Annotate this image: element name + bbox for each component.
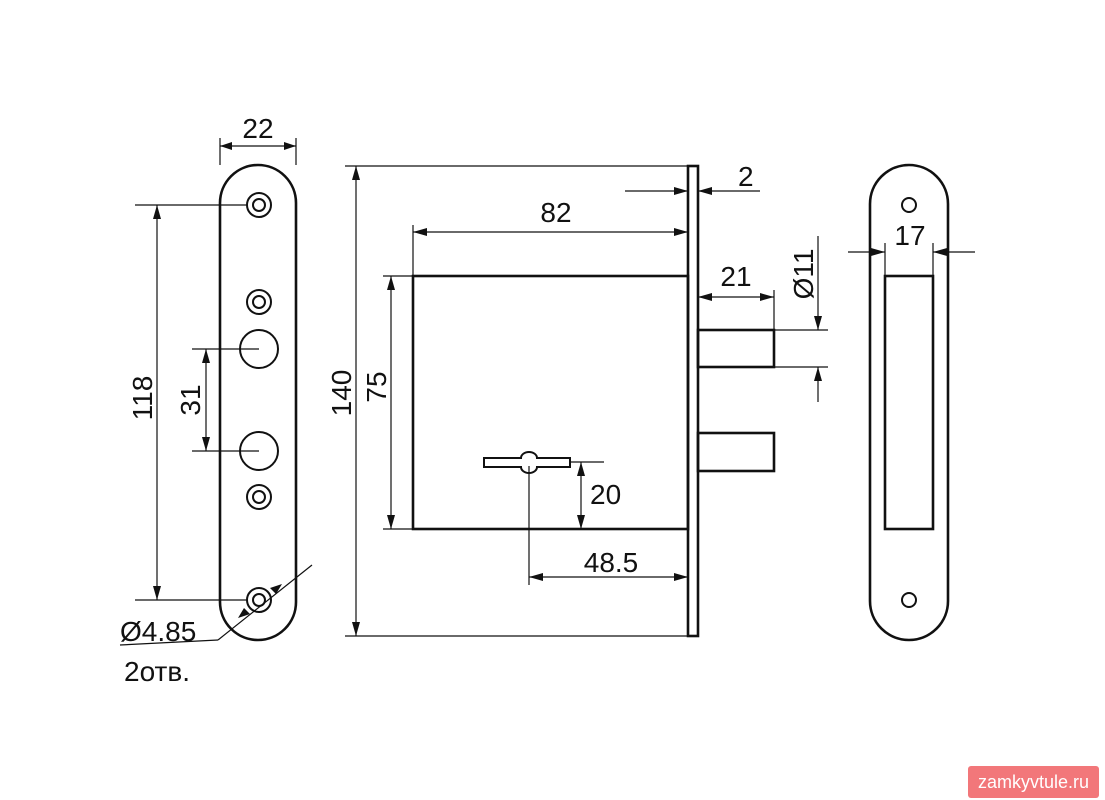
overall-height-label: 140 xyxy=(326,370,357,417)
screw-hole-lower xyxy=(246,484,272,510)
body-depth-label: 82 xyxy=(540,197,571,228)
bolt-lower xyxy=(696,431,776,473)
keyhole-slot xyxy=(483,451,571,474)
hole-diameter-label: Ø4.85 xyxy=(120,616,196,647)
faceplate-thickness-label: 2 xyxy=(738,161,754,192)
hole-count-label: 2отв. xyxy=(124,656,190,687)
bolt-projection-label: 21 xyxy=(720,261,751,292)
strike-plate: 17 xyxy=(848,163,975,642)
watermark-badge: zamkyvtule.ru xyxy=(967,766,1099,798)
strike-plate-outline xyxy=(868,163,950,642)
screw-hole-top xyxy=(246,192,272,218)
plate-width-label: 22 xyxy=(242,113,273,144)
bolt-diameter-label: Ø11 xyxy=(788,249,819,300)
lock-case xyxy=(411,274,690,531)
strike-screw-hole-top xyxy=(901,197,917,213)
left-faceplate: 22 118 31 Ø4.85 2отв. xyxy=(119,113,313,687)
strike-screw-hole-bottom xyxy=(901,592,917,608)
body-height-label: 75 xyxy=(361,371,392,402)
bolt-upper xyxy=(696,328,776,369)
faceplate-outline xyxy=(218,163,298,642)
plate-height-label: 118 xyxy=(127,376,158,421)
strike-width-label: 17 xyxy=(894,220,925,251)
hole-spacing-label: 31 xyxy=(175,384,206,415)
backset-label: 48.5 xyxy=(584,547,639,578)
screw-hole-upper xyxy=(246,289,272,315)
lock-body-view: 140 75 82 2 21 Ø11 xyxy=(326,161,828,638)
keyhole-height-label: 20 xyxy=(590,479,621,510)
faceplate-strip xyxy=(686,164,700,638)
strike-opening xyxy=(883,274,935,531)
